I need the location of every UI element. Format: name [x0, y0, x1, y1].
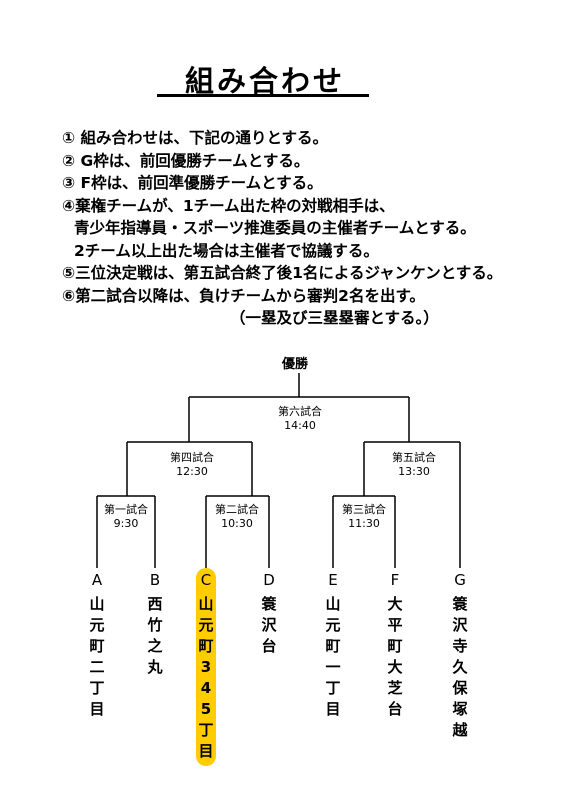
match-time: 14:40	[284, 419, 316, 432]
rule-item-continued: 2チーム以上出た場合は主催者で協議する。	[74, 241, 379, 260]
match-name: 第一試合	[104, 503, 148, 516]
match-time: 12:30	[176, 465, 208, 478]
team-name-char: 久	[452, 658, 468, 676]
team-name-char: 竹	[147, 616, 163, 634]
team-name-char: 元	[89, 616, 105, 634]
team-letter: G	[454, 571, 466, 589]
team-name-char: 台	[261, 637, 277, 655]
team-name: 山元町一丁目	[323, 594, 343, 720]
team-slot-d: D 簑沢台	[259, 570, 279, 657]
team-name-char: 平	[387, 616, 403, 634]
team-name-char: 4	[200, 679, 212, 697]
team-name-char: 町	[387, 637, 403, 655]
team-name-char: 3	[200, 658, 212, 676]
rule-item: ⑥第二試合以降は、負けチームから審判2名を出す。	[62, 286, 425, 305]
rules-list: ① 組み合わせは、下記の通りとする。 ② G枠は、前回優勝チームとする。 ③ F…	[62, 127, 502, 330]
team-name: 簑沢寺久保塚越	[450, 594, 470, 741]
team-name: 山元町二丁目	[87, 594, 107, 720]
team-letter: B	[149, 571, 161, 589]
team-name-char: 山	[198, 595, 214, 613]
team-name-char: 西	[147, 595, 163, 613]
team-name-char: 町	[325, 637, 341, 655]
champion-label: 優勝	[282, 357, 309, 372]
team-name-char: 沢	[261, 616, 277, 634]
match-3-label: 第三試合 11:30	[340, 503, 388, 531]
team-letter: F	[390, 571, 400, 589]
team-name-char: 目	[89, 700, 105, 718]
team-name: 簑沢台	[259, 594, 279, 657]
team-name-char: 塚	[452, 700, 468, 718]
match-4-label: 第四試合 12:30	[168, 451, 216, 479]
team-name-char: 大	[387, 595, 403, 613]
team-name-char: 丁	[198, 721, 214, 739]
team-name-char: 丁	[89, 679, 105, 697]
match-1-label: 第一試合 9:30	[102, 503, 150, 531]
match-name: 第二試合	[215, 503, 259, 516]
team-name-char: 保	[452, 679, 468, 697]
match-name: 第三試合	[342, 503, 386, 516]
match-time: 9:30	[113, 517, 139, 530]
team-letter: D	[263, 571, 275, 589]
team-name-char: 町	[89, 637, 105, 655]
team-name-char: 二	[89, 658, 105, 676]
team-name-char: 元	[325, 616, 341, 634]
team-letter: E	[328, 571, 338, 589]
team-name-char: 寺	[452, 637, 468, 655]
match-time: 11:30	[348, 517, 380, 530]
team-slot-e: E 山元町一丁目	[323, 570, 343, 720]
match-name: 第四試合	[170, 451, 214, 464]
title-underline	[157, 94, 369, 97]
rule-item: ① 組み合わせは、下記の通りとする。	[62, 129, 329, 147]
team-slot-f: F 大平町大芝台	[385, 570, 405, 720]
match-name: 第五試合	[392, 451, 436, 464]
team-name-char: 簑	[261, 595, 277, 613]
team-slot-b: B 西竹之丸	[145, 570, 165, 678]
match-2-label: 第二試合 10:30	[213, 503, 261, 531]
team-name-char: 5	[200, 700, 212, 718]
team-name-char: 山	[325, 595, 341, 613]
team-name: 大平町大芝台	[385, 594, 405, 720]
team-slot-g: G 簑沢寺久保塚越	[450, 570, 470, 741]
team-name-char: 越	[452, 721, 468, 739]
match-time: 10:30	[221, 517, 253, 530]
rule-item-continued: 青少年指導員・スポーツ推進委員の主催者チームとする。	[74, 219, 476, 237]
team-name: 山元町 3 4 5 丁目	[196, 594, 216, 762]
team-slot-c: C 山元町 3 4 5 丁目	[196, 568, 216, 766]
team-name-char: 一	[325, 658, 341, 676]
team-name-char: 沢	[452, 616, 468, 634]
match-5-label: 第五試合 13:30	[390, 451, 438, 479]
team-letter: A	[91, 571, 103, 589]
team-name-char: 目	[325, 700, 341, 718]
team-name-char: 丁	[325, 679, 341, 697]
team-name-char: 丸	[147, 658, 163, 676]
page-title: 組み合わせ	[185, 64, 346, 98]
team-name-char: 之	[147, 637, 163, 655]
team-name: 西竹之丸	[145, 594, 165, 678]
team-name-char: 大	[387, 658, 403, 676]
match-time: 13:30	[398, 465, 430, 478]
team-letter: C	[200, 571, 212, 589]
team-name-char: 台	[387, 700, 403, 718]
team-name-char: 目	[198, 742, 214, 760]
team-slot-a: A 山元町二丁目	[87, 570, 107, 720]
team-name-char: 町	[198, 637, 214, 655]
rule-item: ④棄権チームが、1チーム出た枠の対戦相手は、	[62, 196, 395, 215]
rule-item: ③ F枠は、前回準優勝チームとする。	[62, 174, 323, 192]
team-name-char: 芝	[387, 679, 403, 697]
match-name: 第六試合	[278, 405, 322, 418]
team-name-char: 山	[89, 595, 105, 613]
rule-item-continued: （一塁及び三塁塁審とする。）	[230, 309, 439, 327]
rule-item: ② G枠は、前回優勝チームとする。	[62, 151, 310, 170]
team-name-char: 簑	[452, 595, 468, 613]
team-name-char: 元	[198, 616, 214, 634]
rule-item: ⑤三位決定戦は、第五試合終了後1名によるジャンケンとする。	[62, 264, 503, 282]
match-6-label: 第六試合 14:40	[276, 405, 324, 433]
